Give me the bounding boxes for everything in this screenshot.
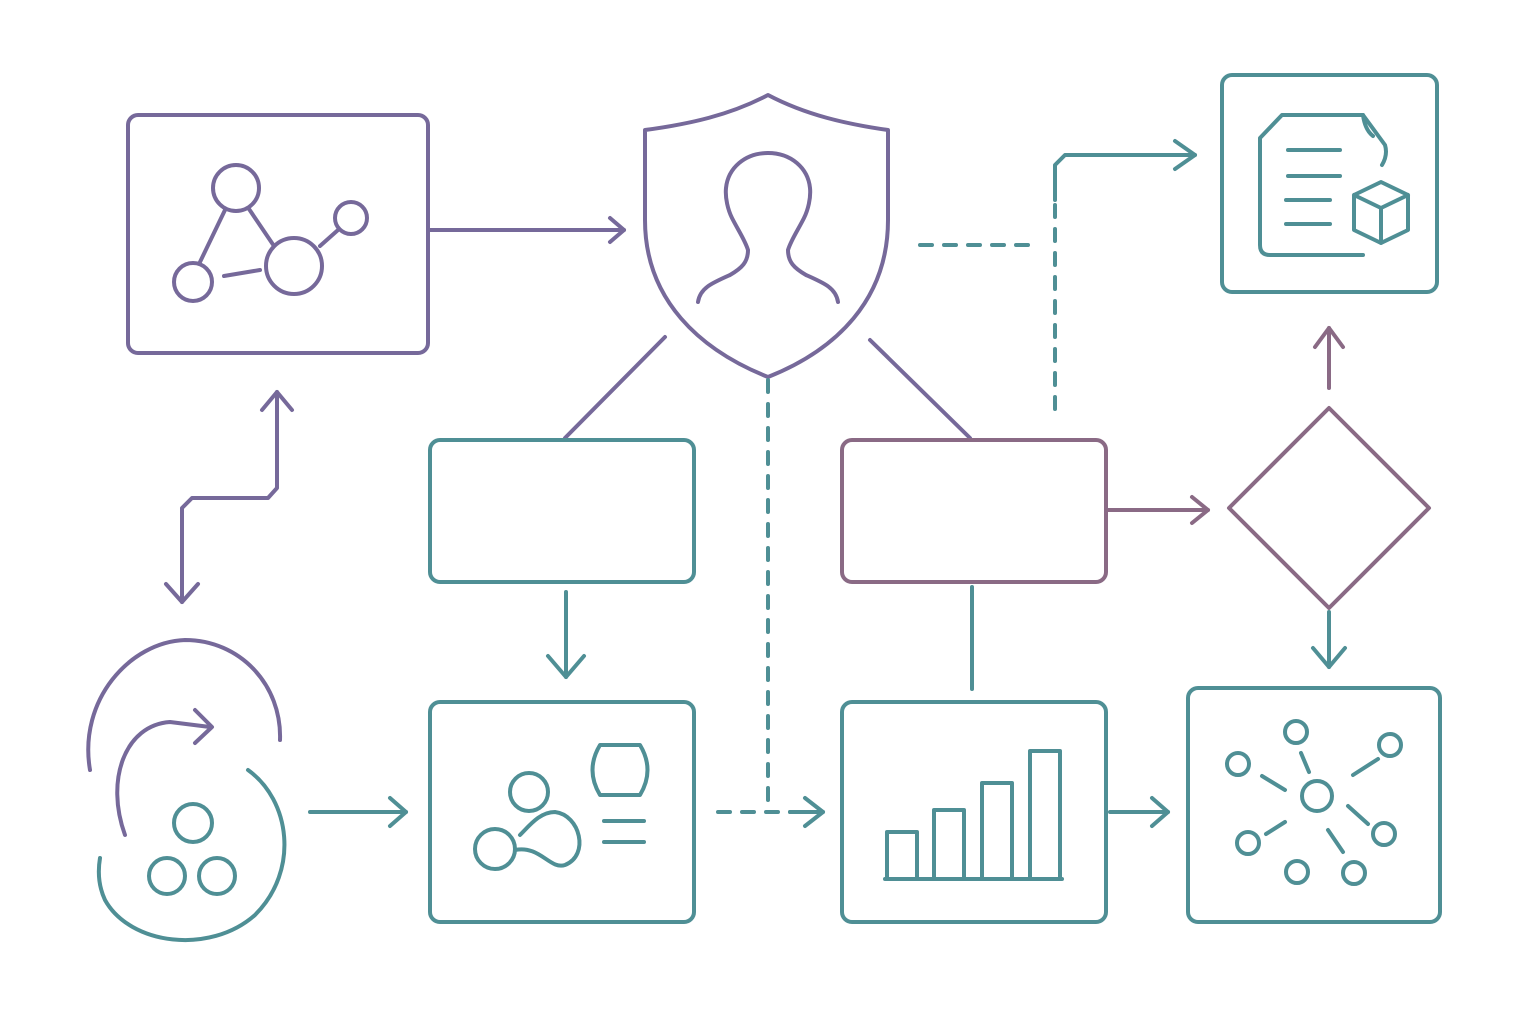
document-package-icon: [1258, 113, 1410, 257]
bar-chart-box: [840, 700, 1108, 924]
document-box: [1220, 73, 1439, 294]
arrow-to-diamond: [1106, 495, 1210, 525]
users-group-icon: [96, 768, 287, 943]
arrow-cycle-to-profile: [308, 796, 408, 828]
refresh-icon: [86, 638, 283, 837]
arrow-head-to-chart: [788, 796, 825, 828]
arrow-diamond-to-document: [1313, 326, 1345, 390]
connector-shield-left: [563, 335, 667, 440]
profile-box: [428, 700, 696, 924]
arrow-chart-to-hub: [1108, 796, 1170, 828]
bidirectional-elbow-arrow: [164, 390, 294, 604]
decision-diamond: [1227, 406, 1431, 610]
connector-shield-right: [868, 338, 972, 440]
network-graph-box: [126, 113, 430, 355]
user-icon: [696, 151, 840, 304]
hub-network-icon: [1225, 719, 1403, 886]
dashed-arrow-shield-to-chart: [716, 378, 802, 814]
bar-chart-icon: [883, 749, 1064, 881]
security-shield: [643, 93, 890, 379]
arrow-network-to-shield: [428, 216, 626, 244]
dashed-connector-shield-right: [918, 203, 1057, 422]
arrow-process-to-profile: [546, 590, 586, 679]
process-box-left: [428, 438, 696, 584]
process-box-right: [840, 438, 1108, 584]
arrow-to-document: [1053, 139, 1197, 202]
cycle-group: [86, 638, 287, 943]
network-graph-icon: [172, 163, 369, 303]
arrow-diamond-to-hub: [1311, 610, 1347, 669]
user-profile-icon: [473, 743, 650, 871]
hub-network-box: [1186, 686, 1442, 924]
